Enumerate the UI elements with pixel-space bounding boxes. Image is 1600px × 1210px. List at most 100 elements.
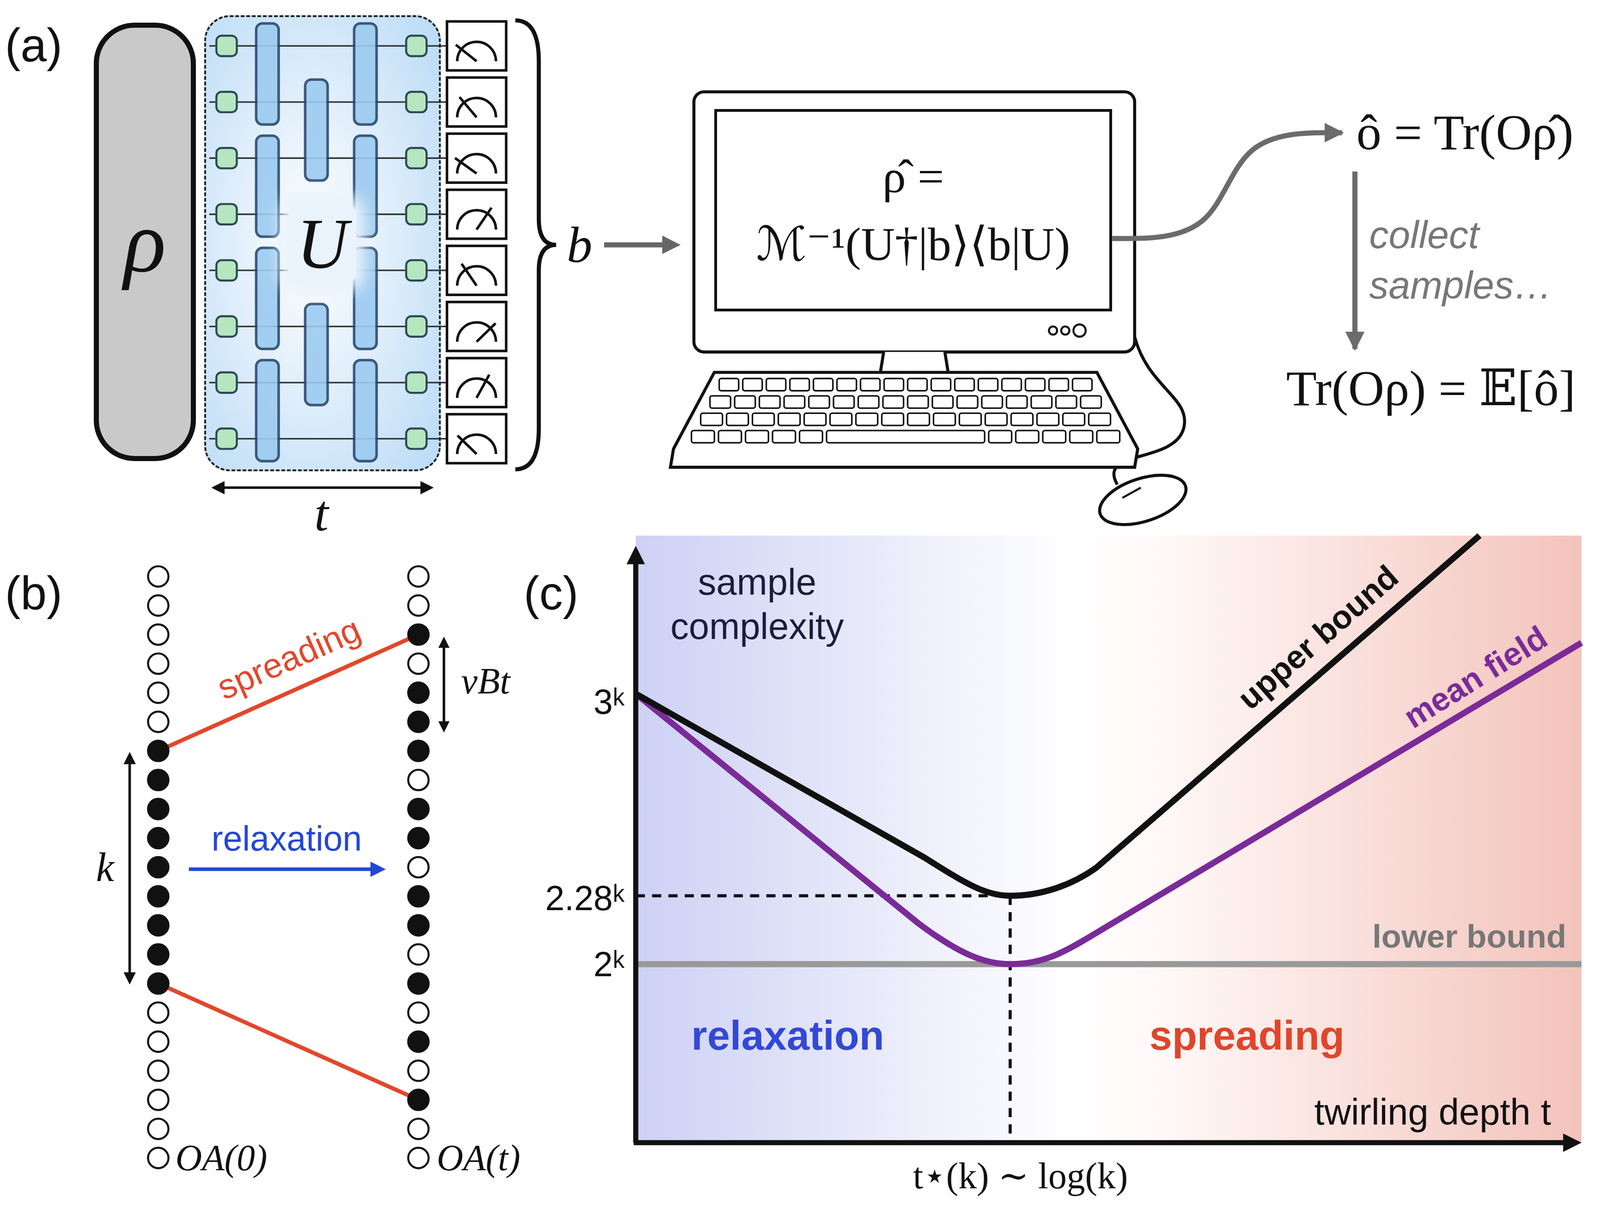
meter-arc (457, 266, 497, 286)
plot-panel (626, 535, 1582, 1152)
site-circle (147, 944, 169, 965)
velocity-label: vBt (461, 659, 511, 704)
panel-label: (b) (5, 565, 63, 622)
site-circle (408, 624, 429, 645)
single-qubit-gate (406, 204, 427, 225)
keyboard-key (907, 413, 930, 426)
keyboard-key (718, 430, 742, 443)
keyboard-key (830, 413, 852, 426)
meter-needle (476, 374, 490, 398)
meter-needle (456, 44, 477, 62)
node-text: U (288, 202, 357, 285)
site-circle (408, 1002, 429, 1023)
flow-arrow (1352, 171, 1358, 349)
two-qubit-gate (353, 135, 377, 238)
site-circle (147, 682, 169, 703)
meter-symbol (446, 302, 506, 352)
keyboard-key (1015, 430, 1039, 443)
curve-label: lower bound (1372, 917, 1567, 957)
keyboard-key (981, 395, 1003, 408)
site-circle (147, 653, 169, 674)
keyboard-key (954, 378, 974, 391)
keyboard-key (837, 378, 857, 391)
keyboard-key (804, 413, 827, 426)
single-qubit-gate (406, 147, 427, 169)
tick-label: 3ᵏ (593, 681, 625, 723)
site-circle (147, 886, 169, 907)
site-circle (408, 1031, 429, 1053)
keyboard-key (1080, 395, 1102, 408)
keyboard-key (719, 378, 739, 391)
arrowhead (123, 972, 136, 985)
computer-screen: ρ̂ =ℳ⁻¹(U†|b⟩⟨b|U) (714, 109, 1113, 311)
keyboard-key (978, 378, 998, 391)
site-circle (408, 769, 429, 791)
site-circle (408, 973, 429, 994)
meter-arc (457, 378, 497, 398)
keyboard-key (1072, 378, 1092, 391)
meter-needle (476, 207, 492, 230)
keyboard-key (745, 430, 769, 443)
bracket (515, 20, 556, 470)
keyboard-key (700, 413, 723, 426)
meter-needle (459, 97, 477, 118)
meter-symbol (446, 358, 506, 408)
two-qubit-gate (304, 304, 328, 406)
keyboard-key (932, 395, 954, 408)
meter-symbol (446, 414, 506, 464)
two-qubit-gate (304, 79, 328, 181)
two-qubit-gate (255, 23, 279, 125)
meter-arc (457, 210, 497, 230)
meter-symbol (446, 21, 506, 71)
computer-icon (670, 91, 1193, 535)
keyboard-key (1042, 430, 1066, 443)
keyboard-key (959, 413, 981, 426)
site-circle (408, 711, 429, 732)
site-circle (408, 1089, 429, 1110)
two-qubit-gate (353, 23, 377, 125)
two-qubit-gate (353, 248, 377, 350)
edge-label: collect samples… (1368, 209, 1589, 311)
site-circle (147, 827, 169, 849)
keyboard-key (790, 378, 810, 391)
site-circle (147, 624, 169, 645)
single-qubit-gate (406, 428, 427, 449)
keyboard-key (933, 413, 956, 426)
operator-label: OA(0) (175, 1136, 268, 1181)
single-qubit-gate (216, 35, 237, 56)
two-qubit-gate (353, 360, 377, 462)
monitor-button (1061, 326, 1070, 335)
site-circle (408, 566, 429, 587)
keyboard-key (766, 378, 786, 391)
node-text: ô = Tr(Oρ̂) (1356, 103, 1574, 162)
meter-needle (476, 323, 496, 342)
keyboard-key (857, 395, 879, 408)
tick-label: 2ᵏ (593, 943, 625, 986)
arrowhead (420, 480, 434, 495)
outcome-label: b (566, 214, 593, 276)
panel-label: (a) (5, 17, 63, 74)
two-qubit-gate (255, 135, 279, 238)
keyboard-key (809, 395, 830, 408)
node-text: Tr(Oρ) = 𝔼[ô] (1286, 358, 1576, 418)
site-circle (147, 711, 169, 732)
keyboard-key (1088, 413, 1111, 426)
keyboard-key (860, 378, 881, 391)
site-circle (147, 857, 169, 878)
meter-needle (455, 158, 477, 174)
lower-bound-curve (635, 961, 1582, 968)
region-label: relaxation (691, 1011, 884, 1061)
single-qubit-gate (406, 260, 427, 281)
site-circle (408, 682, 429, 703)
single-qubit-gate (216, 260, 237, 281)
arrow-line (633, 1140, 1568, 1146)
site-circle (408, 915, 429, 936)
single-qubit-gate (216, 204, 237, 225)
process-label: relaxation (211, 817, 363, 860)
node-text: ℳ⁻¹(U†|b⟩⟨b|U) (756, 210, 1071, 279)
site-circle (408, 1060, 429, 1081)
site-circle (408, 857, 429, 878)
keyboard-key (691, 430, 715, 443)
site-circle (408, 595, 429, 616)
meter-symbol (446, 133, 506, 183)
